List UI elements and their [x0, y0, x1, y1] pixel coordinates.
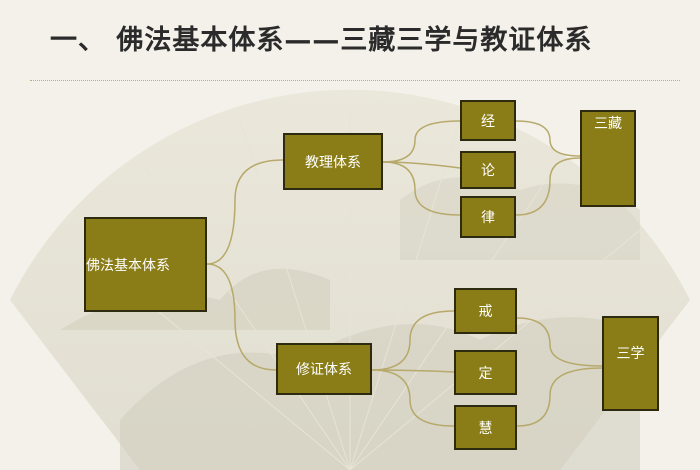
tripitaka-node: 三藏: [580, 110, 636, 207]
root-node: 佛法基本体系: [84, 217, 207, 312]
shastra-label: 论: [481, 163, 495, 179]
vinaya-node: 律: [460, 196, 516, 238]
wisdom-label: 慧: [478, 420, 493, 437]
precepts-node: 戒: [454, 288, 517, 334]
concentration-node: 定: [454, 350, 517, 395]
wisdom-node: 慧: [454, 405, 517, 450]
title-divider: [30, 80, 680, 81]
threefold-training-label: 三学: [616, 346, 645, 362]
threefold-training-node: 三学: [602, 316, 659, 411]
practice-system-node: 修证体系: [276, 343, 372, 395]
root-node-label: 佛法基本体系: [86, 257, 170, 274]
sutra-label: 经: [481, 113, 495, 130]
vinaya-label: 律: [481, 210, 495, 226]
teaching-system-label: 教理体系: [305, 154, 361, 171]
page-title: 一、 佛法基本体系——三藏三学与教证体系: [50, 25, 593, 56]
concentration-label: 定: [478, 365, 493, 382]
practice-system-label: 修证体系: [296, 362, 352, 378]
precepts-label: 戒: [478, 304, 493, 320]
teaching-system-node: 教理体系: [283, 133, 383, 190]
sutra-node: 经: [460, 100, 516, 141]
tripitaka-label: 三藏: [594, 116, 622, 132]
shastra-node: 论: [460, 151, 516, 189]
